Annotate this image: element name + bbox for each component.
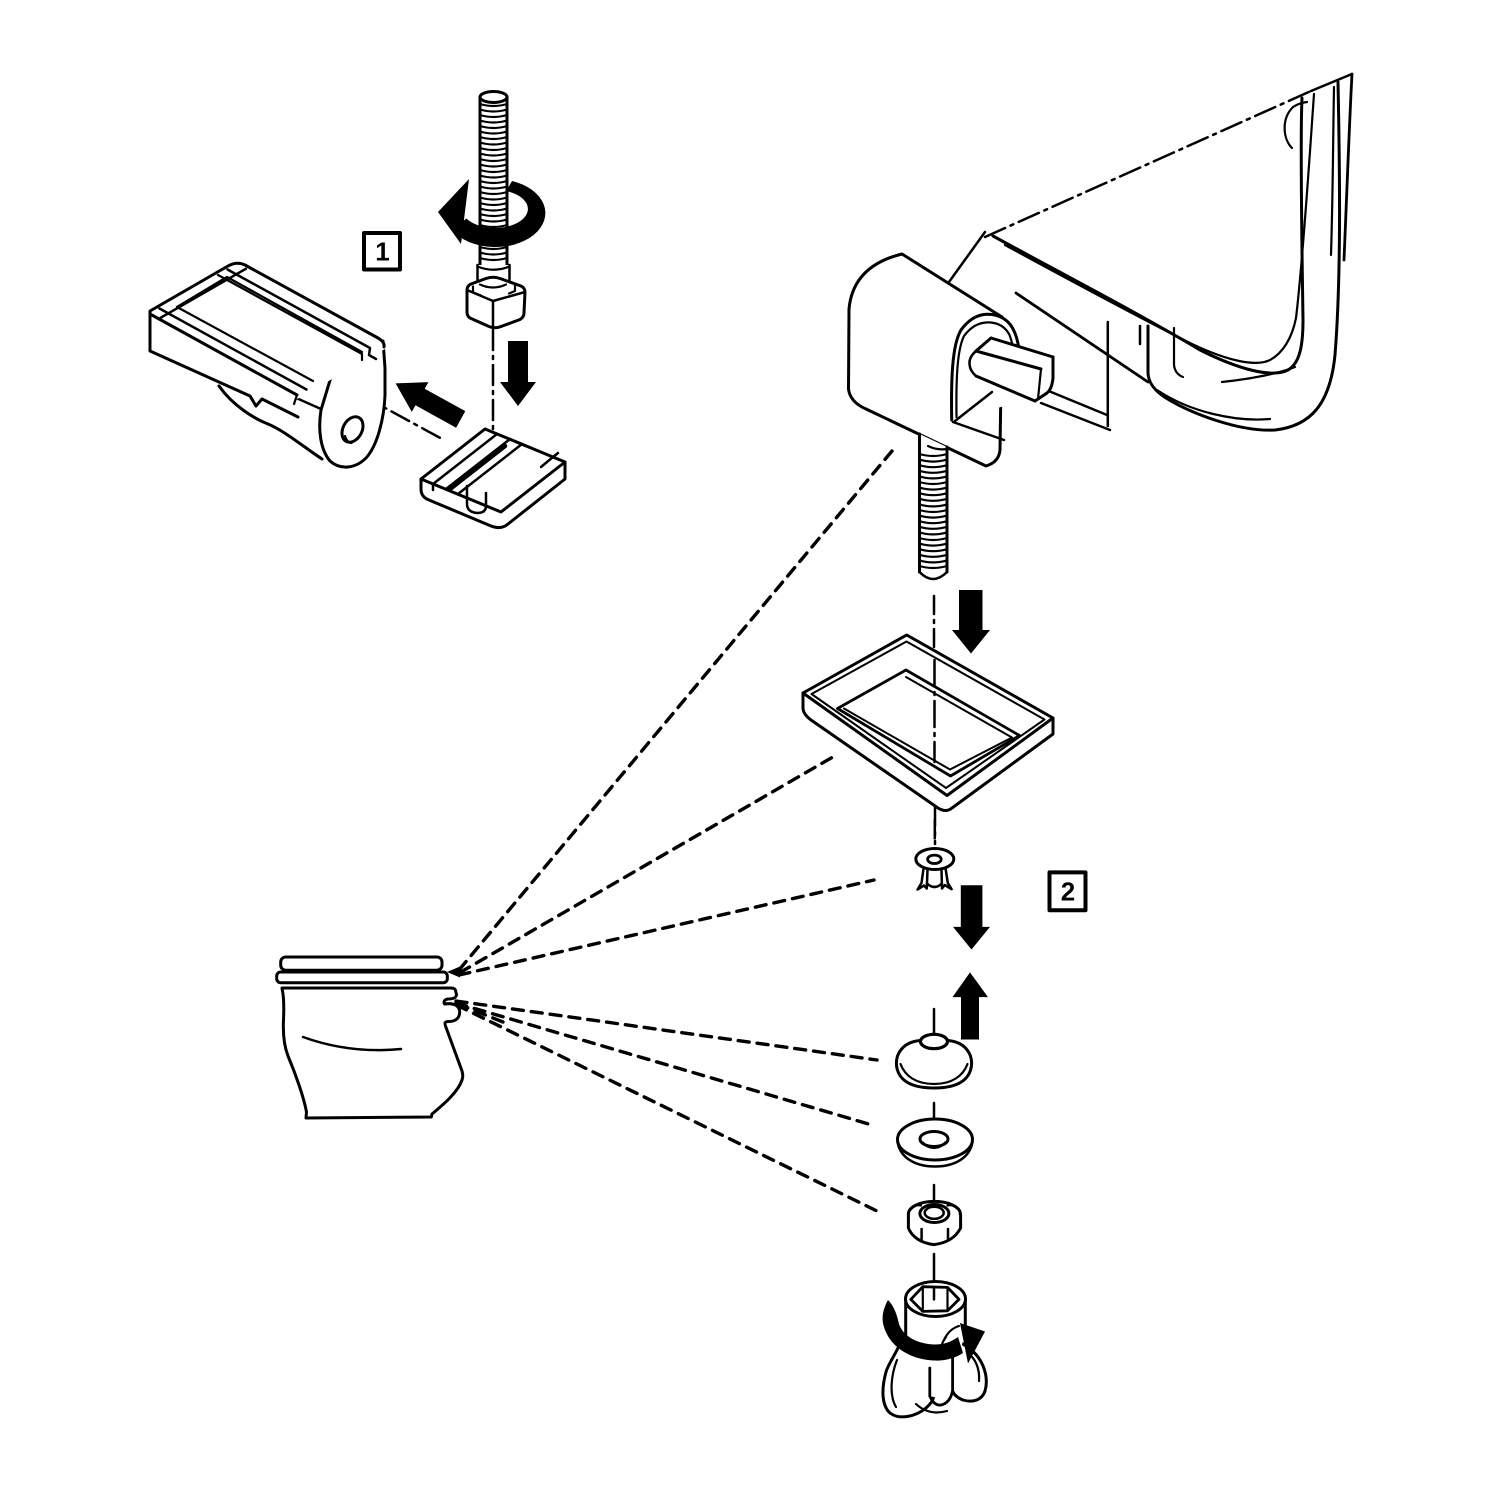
svg-text:1: 1 xyxy=(375,237,389,267)
svg-text:2: 2 xyxy=(1061,877,1075,907)
